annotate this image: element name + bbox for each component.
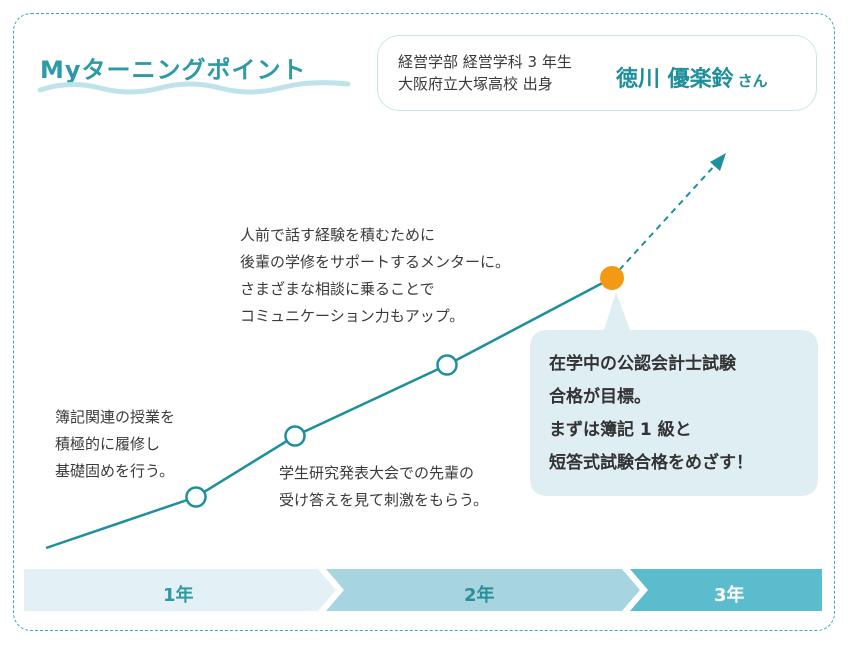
goal-line: 在学中の公認会計士試験	[549, 354, 736, 374]
goal-line: まずは簿記 1 級と	[549, 420, 692, 440]
profile-school: 大阪府立大塚高校 出身	[398, 75, 553, 93]
note-line: さまざまな相談に乗ることで	[240, 280, 435, 298]
note-line: 簿記関連の授業を	[55, 408, 176, 426]
note-line: コミュニケーション力もアップ。	[240, 307, 465, 325]
year-label-3: 3年	[714, 585, 745, 606]
note-line: 人前で話す経験を積むために	[240, 226, 436, 244]
profile-card: 経営学部 経営学科 3 年生 大阪府立大塚高校 出身 徳川 優楽鈴さん	[377, 35, 817, 111]
note-line: 後輩の学修をサポートするメンターに。	[240, 253, 511, 271]
note-line: 積極的に履修し	[55, 435, 161, 453]
note-second-year: 学生研究発表大会での先輩の 受け答えを見て刺激をもらう。	[279, 460, 488, 514]
goal-bubble	[530, 292, 818, 496]
goal-line: 短答式試験合格をめざす！	[549, 453, 753, 473]
profile-name: 徳川 優楽鈴	[616, 67, 734, 92]
note-line: 学生研究発表大会での先輩の	[279, 464, 475, 482]
page-title: Myターニングポイント	[40, 56, 307, 84]
goal-text: 在学中の公認会計士試験 合格が目標。 まずは簿記 1 級と 短答式試験合格をめざ…	[549, 348, 753, 480]
profile-honorific: さん	[737, 72, 768, 90]
profile-faculty: 経営学部 経営学科 3 年生	[398, 53, 572, 71]
goal-line: 合格が目標。	[549, 387, 651, 407]
note-first-year: 簿記関連の授業を 積極的に履修し 基礎固めを行う。	[55, 404, 175, 485]
year-band-3	[630, 569, 822, 611]
future-arrow-line	[611, 163, 717, 279]
card-frame	[13, 13, 835, 631]
year-band-1	[24, 569, 336, 611]
milestone-2	[284, 425, 306, 447]
milestone-current	[600, 266, 624, 290]
profile-meta: 経営学部 経営学科 3 年生 大阪府立大塚高校 出身	[398, 51, 572, 95]
note-line: 基礎固めを行う。	[55, 462, 175, 480]
year-band-2	[326, 569, 640, 611]
future-arrow-head	[710, 153, 726, 171]
title-underline	[37, 80, 351, 95]
profile-name-block: 徳川 優楽鈴さん	[616, 61, 768, 93]
milestone-1	[185, 486, 207, 508]
milestone-3	[436, 354, 458, 376]
year-label-2: 2年	[464, 585, 495, 606]
year-label-1: 1年	[163, 585, 194, 606]
note-line: 受け答えを見て刺激をもらう。	[279, 491, 489, 509]
note-mentor: 人前で話す経験を積むために 後輩の学修をサポートするメンターに。 さまざまな相談…	[240, 222, 510, 330]
